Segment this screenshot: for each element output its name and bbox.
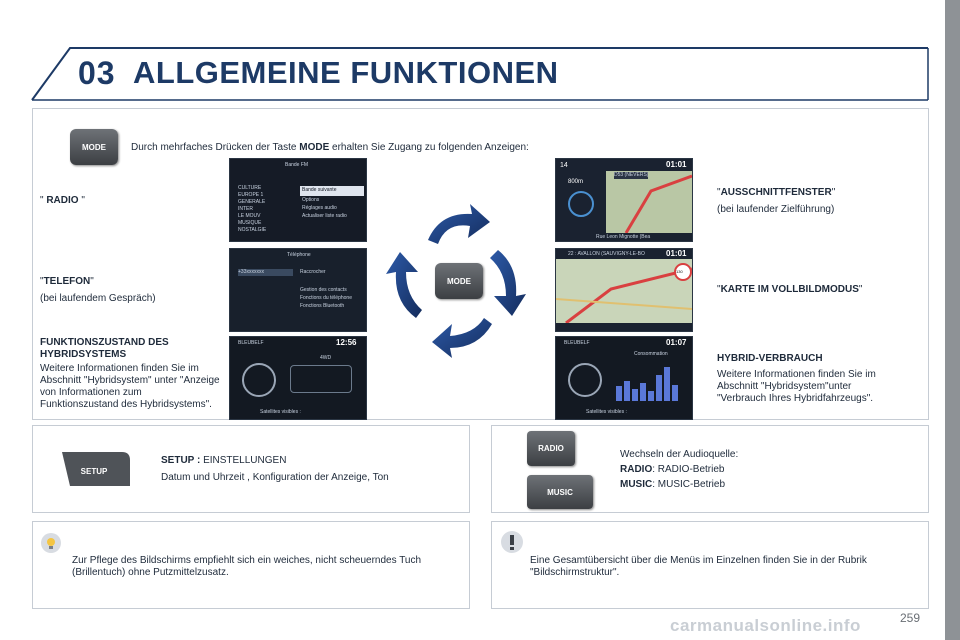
setup-text: Datum und Uhrzeit , Konfiguration der An… xyxy=(161,472,389,483)
warning-icon xyxy=(501,531,523,553)
steering-wheel-icon xyxy=(568,363,602,397)
label-ausschnitt: "AUSSCHNITTFENSTER" xyxy=(717,187,836,198)
screen-ausschnitt: 14 01:01 D53 (NEVERS) 800m Rue Leon Mign… xyxy=(555,158,693,242)
audio-heading: Wechseln der Audioquelle: xyxy=(620,449,739,460)
page-title: ALLGEMEINE FUNKTIONEN xyxy=(133,55,559,90)
tip-panel xyxy=(32,521,470,609)
screen-verbrauch: BLEUBELF 01:07 Consommation Satellites v… xyxy=(555,336,693,420)
label-radio: " RADIO " xyxy=(40,195,85,206)
mode-button-label: MODE xyxy=(82,142,106,152)
consumption-bars xyxy=(616,367,678,401)
label-hybrid-text: Weitere Informationen finden Sie im Absc… xyxy=(40,363,220,410)
page-number: 259 xyxy=(900,611,921,625)
screen-hybrid: BLEUBELF 12:56 4WD Satellites visibles : xyxy=(229,336,367,420)
label-verbrauch: HYBRID-VERBRAUCH xyxy=(717,353,823,364)
music-button[interactable]: MUSIC xyxy=(527,475,593,509)
note-panel xyxy=(491,521,929,609)
audio-radio-line: RADIO: RADIO-Betrieb xyxy=(620,464,725,475)
arrow-right-icon xyxy=(490,250,526,316)
header-frame xyxy=(31,47,929,101)
music-button-label: MUSIC xyxy=(547,487,573,497)
setup-button-label: SETUP xyxy=(81,467,108,476)
radio-button-label: RADIO xyxy=(538,444,564,453)
speed-limit-icon xyxy=(674,263,692,281)
label-telefon-sub: (bei laufendem Gespräch) xyxy=(40,293,156,304)
mode-button[interactable]: MODE xyxy=(70,129,118,165)
setup-title: SETUP : EINSTELLUNGEN xyxy=(161,455,287,466)
screen-telefon: Téléphone +33xxxxxxx Raccrocher Gestion … xyxy=(229,248,367,332)
audio-music-line: MUSIC: MUSIC-Betrieb xyxy=(620,479,726,490)
arrow-top-icon xyxy=(428,204,490,244)
radio-button[interactable]: RADIO xyxy=(527,431,575,466)
cycle-arrows xyxy=(386,204,526,358)
label-karte: "KARTE IM VOLLBILDMODUS" xyxy=(717,284,863,295)
page-edge-bar xyxy=(945,0,960,640)
arrow-left-icon xyxy=(386,252,422,318)
note-text: Eine Gesamtübersicht über die Menüs im E… xyxy=(530,555,867,578)
watermark: carmanualsonline.info xyxy=(670,616,861,635)
center-mode-button[interactable]: MODE xyxy=(435,263,483,299)
chapter-number: 03 xyxy=(78,55,116,91)
screen-karte: 22 : AVALLON (SAUVIGNY-LE-BO 01:01 130 xyxy=(555,248,693,332)
label-ausschnitt-sub: (bei laufender Zielführung) xyxy=(717,204,835,215)
label-verbrauch-text: Weitere Informationen finden Sie im Absc… xyxy=(717,369,876,404)
setup-button[interactable]: SETUP xyxy=(62,452,130,486)
intro-text: Durch mehrfaches Drücken der Taste MODE … xyxy=(131,142,529,153)
steering-wheel-icon xyxy=(242,363,276,397)
lightbulb-icon xyxy=(41,533,61,553)
label-hybrid: FUNKTIONSZUSTAND DES HYBRIDSYSTEMS xyxy=(40,337,169,360)
compass-icon xyxy=(568,191,594,217)
label-telefon: "TELEFON" xyxy=(40,276,94,287)
tip-text: Zur Pflege des Bildschirms empfiehlt sic… xyxy=(72,555,422,578)
arrow-bottom-icon xyxy=(432,318,492,358)
center-mode-button-label: MODE xyxy=(447,276,471,286)
